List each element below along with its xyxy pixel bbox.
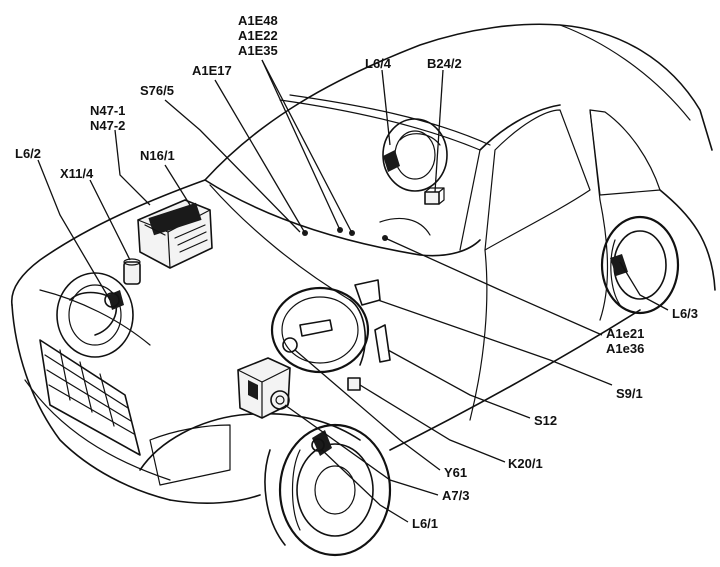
rear-left-brake <box>382 118 448 205</box>
abs-control-unit <box>137 199 213 269</box>
label-a1e21: A1e21 <box>606 326 644 341</box>
label-l6-4: L6/4 <box>365 56 392 71</box>
label-l6-3: L6/3 <box>672 306 698 321</box>
label-a7-3: A7/3 <box>442 488 469 503</box>
label-a1e36: A1e36 <box>606 341 644 356</box>
label-s12: S12 <box>534 413 557 428</box>
label-n47-1: N47-1 <box>90 103 125 118</box>
leader-lines <box>37 59 669 523</box>
label-a1e48: A1E48 <box>238 13 278 28</box>
left-front-brake <box>56 272 134 358</box>
label-l6-2: L6/2 <box>15 146 41 161</box>
label-a1e35: A1E35 <box>238 43 278 58</box>
label-l6-1: L6/1 <box>412 516 438 531</box>
label-a1e17: A1E17 <box>192 63 232 78</box>
diagnostic-connector <box>123 258 141 285</box>
car-body <box>11 23 716 505</box>
label-n16-1: N16/1 <box>140 148 175 163</box>
label-b24-2: B24/2 <box>427 56 462 71</box>
front-wheel <box>264 423 392 557</box>
component-labels: A1E48 A1E22 A1E35 L6/4 B24/2 A1E17 S76/5… <box>15 13 698 531</box>
label-y61: Y61 <box>444 465 467 480</box>
label-a1e22: A1E22 <box>238 28 278 43</box>
label-s9-1: S9/1 <box>616 386 643 401</box>
rear-wheel <box>600 215 680 315</box>
dashboard-points <box>302 217 431 241</box>
label-k20-1: K20/1 <box>508 456 543 471</box>
label-s76-5: S76/5 <box>140 83 174 98</box>
label-x11-4: X11/4 <box>60 166 94 181</box>
hydraulic-unit <box>237 357 291 419</box>
label-n47-2: N47-2 <box>90 118 125 133</box>
